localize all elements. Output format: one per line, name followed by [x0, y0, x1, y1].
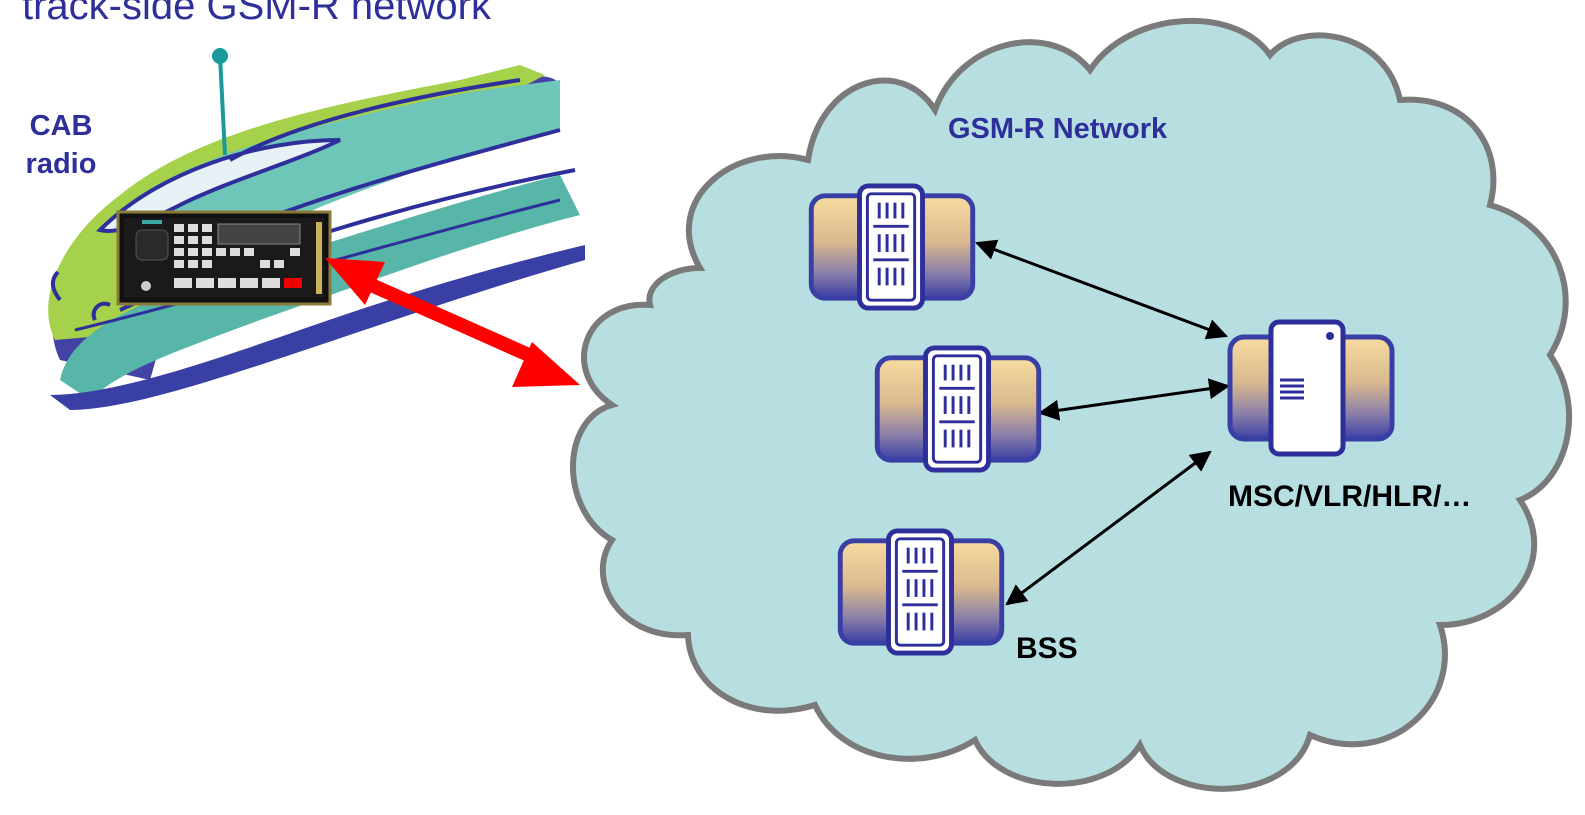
network-label: GSM-R Network	[948, 113, 1168, 145]
bts-server-icon	[877, 348, 1038, 470]
cab-radio-label: CAB radio	[12, 107, 110, 184]
cab-radio-label-line1: CAB	[29, 110, 93, 142]
msc-server-icon	[1227, 319, 1395, 457]
radio-link-arrow	[325, 258, 580, 387]
cab-radio-label-line2: radio	[25, 148, 97, 181]
cab-radio-panel-icon	[116, 210, 332, 306]
page-title: track-side GSM-R network	[22, 0, 491, 28]
bts-server-icon	[840, 531, 1001, 653]
core-node-label: MSC/VLR/HLR/…	[1228, 480, 1472, 513]
bss-label: BSS	[1016, 632, 1078, 665]
bts-server-icon	[811, 186, 972, 308]
network-links	[975, 239, 1231, 606]
